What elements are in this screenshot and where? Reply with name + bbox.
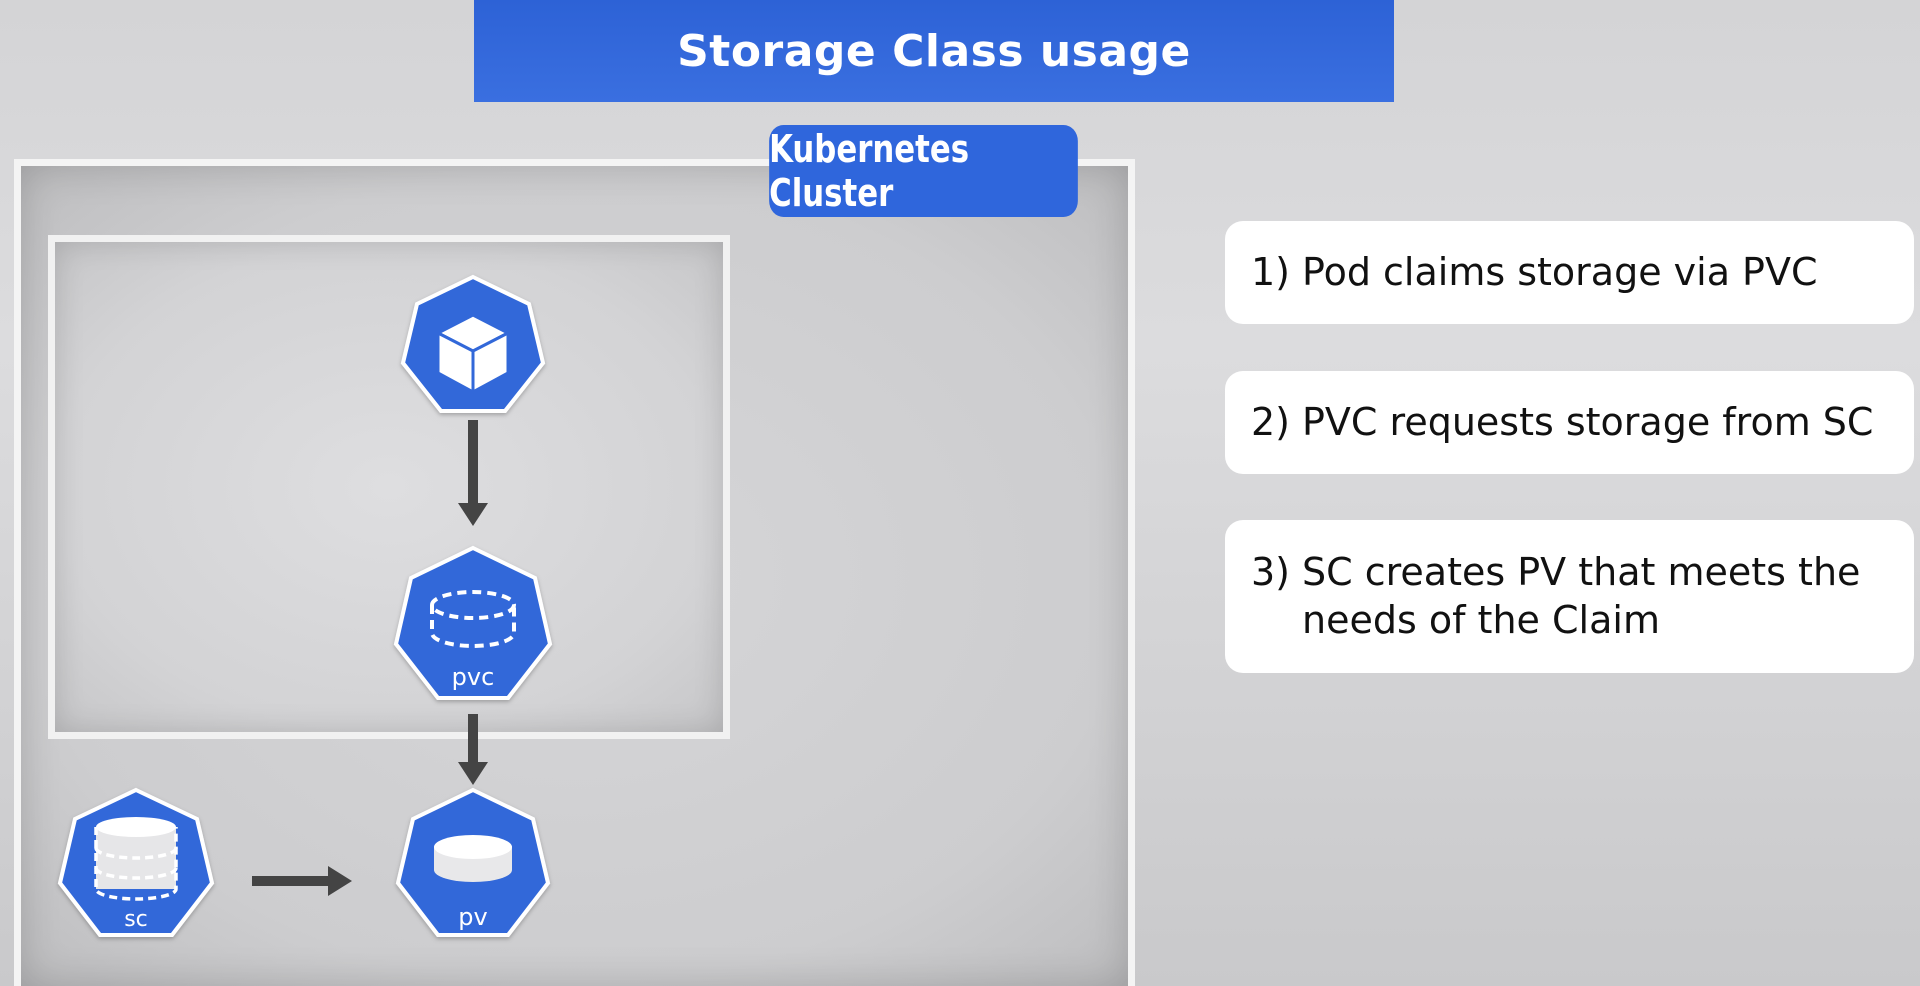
cube-icon (434, 313, 512, 395)
sc-node: sc (57, 787, 215, 937)
step-number: 2) (1251, 400, 1291, 445)
pv-label: pv (458, 903, 487, 931)
pv-node: pv (395, 787, 551, 937)
pvc-label: pvc (452, 663, 495, 691)
step-number: 3) (1251, 550, 1291, 594)
pvc-heptagon (393, 545, 553, 700)
arrow-pvc-to-pv (458, 714, 488, 785)
step-text: Pod claims storage via PVC (1302, 250, 1818, 295)
arrow-sc-to-pv (252, 866, 352, 896)
step-text: PVC requests storage from SC (1302, 400, 1874, 445)
step-number: 1) (1251, 250, 1291, 295)
step-text: SC creates PV that meets the needs of th… (1302, 550, 1861, 643)
slide-title: Storage Class usage (474, 0, 1394, 102)
namespace-box (48, 235, 730, 739)
disk-icon (434, 835, 512, 882)
pod-node (400, 274, 546, 413)
step-card-3: 3) SC creates PV that meets the needs of… (1225, 520, 1914, 673)
step-card-1: 1) Pod claims storage via PVC (1225, 221, 1914, 324)
sc-label: sc (124, 907, 148, 932)
stacked-disks-icon (94, 817, 178, 901)
disk-outline-icon (430, 590, 516, 648)
pvc-node: pvc (393, 545, 553, 700)
kubernetes-cluster-label: Kubernetes Cluster (769, 125, 1078, 217)
arrow-pod-to-pvc (458, 420, 488, 526)
step-card-2: 2) PVC requests storage from SC (1225, 371, 1914, 474)
